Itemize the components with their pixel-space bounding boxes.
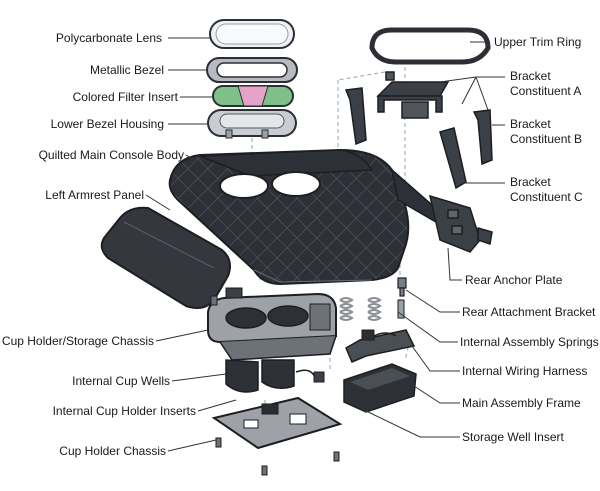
rear-anchor-plate [428, 194, 493, 253]
metallic-bezel [206, 57, 298, 83]
label-bracket-c-line2: Constituent C [510, 190, 583, 204]
label-upper-trim-ring: Upper Trim Ring [494, 35, 582, 49]
fastener-screws [210, 287, 340, 476]
lower-bezel-housing [207, 109, 297, 139]
quilted-main-console-body [168, 148, 441, 286]
label-bracket-b-line2: Constituent B [510, 132, 583, 146]
main-assembly-frame [343, 363, 417, 413]
label-bracket-constituent-a: Bracket Constituent A [510, 69, 581, 99]
label-rear-anchor-plate: Rear Anchor Plate [465, 273, 563, 287]
bracket-constituent-c [439, 127, 467, 190]
polycarbonate-lens [209, 19, 295, 49]
upper-trim-ring [369, 27, 491, 65]
label-metallic-bezel: Metallic Bezel [89, 63, 164, 77]
label-main-assembly-frame: Main Assembly Frame [462, 396, 581, 410]
label-bracket-c-line1: Bracket [510, 175, 551, 189]
label-colored-filter-insert: Colored Filter Insert [72, 90, 178, 104]
rear-attachment-bracket [397, 277, 407, 297]
label-cup-holder-storage-chassis: Cup Holder/Storage Chassis [1, 334, 154, 348]
label-polycarbonate-lens: Polycarbonate Lens [55, 31, 162, 45]
internal-cup-wells [225, 359, 325, 393]
label-cup-holder-chassis: Cup Holder Chassis [59, 444, 166, 458]
label-storage-well-insert: Storage Well Insert [462, 430, 564, 444]
bracket-constituent-a [376, 71, 450, 119]
internal-wiring-harness [345, 329, 416, 363]
label-lower-bezel-housing: Lower Bezel Housing [50, 117, 164, 131]
label-internal-wiring-harness: Internal Wiring Harness [462, 364, 588, 378]
bracket-constituent-b [344, 87, 493, 166]
label-bracket-a-line1: Bracket [510, 69, 551, 83]
label-bracket-a-line2: Constituent A [510, 84, 582, 98]
label-bracket-b-line1: Bracket [510, 117, 551, 131]
colored-filter-insert [212, 85, 294, 107]
label-quilted-main-console-body: Quilted Main Console Body [38, 148, 184, 162]
label-rear-attachment-bracket: Rear Attachment Bracket [462, 305, 596, 319]
leader-lines [145, 37, 505, 452]
cup-holder-storage-chassis [207, 292, 337, 361]
internal-assembly-springs [339, 297, 405, 321]
cup-holder-chassis [211, 396, 343, 450]
label-internal-cup-wells: Internal Cup Wells [72, 374, 170, 388]
label-left-armrest-panel: Left Armrest Panel [45, 188, 144, 202]
label-internal-assembly-springs: Internal Assembly Springs [460, 335, 599, 349]
label-bracket-constituent-c: Bracket Constituent C [510, 175, 583, 205]
label-bracket-constituent-b: Bracket Constituent B [510, 117, 582, 147]
label-internal-cup-holder-inserts: Internal Cup Holder Inserts [52, 404, 196, 418]
